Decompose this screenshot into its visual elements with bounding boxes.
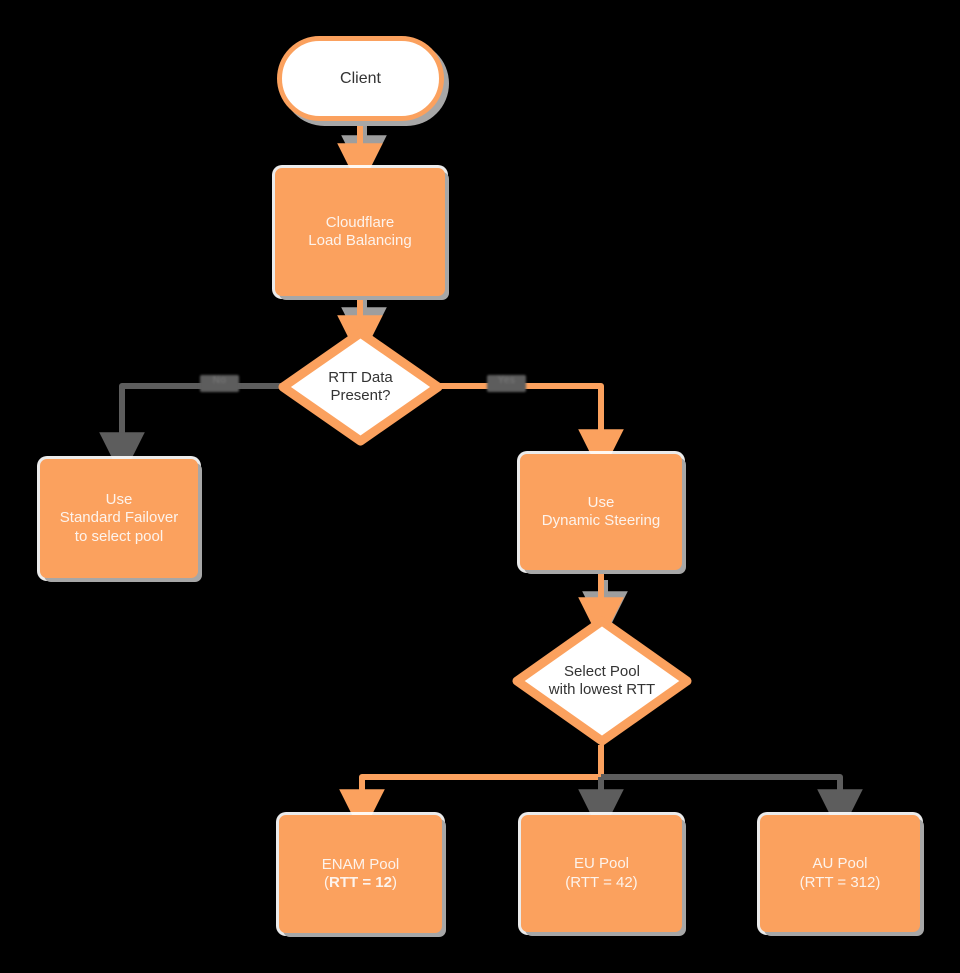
edge-label-rtt-no: No — [200, 375, 239, 392]
node-dynamic-steering[interactable]: Use Dynamic Steering — [520, 454, 682, 570]
diamond-shape — [278, 328, 443, 446]
node-select-pool-decision-label: Select Pool with lowest RTT — [548, 662, 656, 698]
edge-rtt-to-dynamic — [437, 383, 624, 475]
node-au-pool[interactable]: AU Pool (RTT = 312) — [760, 815, 920, 932]
edge-rtt-to-failover — [99, 383, 283, 478]
node-rtt-decision-label: RTT Data Present? — [328, 368, 393, 404]
node-eu-pool[interactable]: EU Pool (RTT = 42) — [521, 815, 682, 932]
node-au-pool-rtt: (RTT = 312) — [799, 873, 881, 891]
enam-rtt-value: RTT = 12 — [329, 874, 392, 891]
node-eu-pool-label: EU Pool (RTT = 42) — [565, 855, 638, 891]
edge-select-to-enam — [339, 745, 604, 835]
edge-select-to-au — [601, 774, 863, 835]
node-client-label: Client — [340, 69, 381, 87]
node-enam-pool-rtt: (RTT = 12) — [324, 874, 397, 891]
edge-label-rtt-yes: Yes — [487, 375, 526, 392]
node-au-pool-label: AU Pool (RTT = 312) — [799, 855, 881, 891]
node-select-pool-decision[interactable]: Select Pool with lowest RTT — [512, 616, 692, 746]
node-enam-pool[interactable]: ENAM Pool (RTT = 12) — [279, 815, 442, 933]
node-dynamic-steering-label: Use Dynamic Steering — [541, 493, 661, 529]
node-standard-failover[interactable]: Use Standard Failover to select pool — [40, 459, 198, 578]
node-client[interactable]: Client — [277, 36, 444, 121]
node-load-balancing-label: Cloudflare Load Balancing — [308, 213, 412, 249]
node-rtt-decision[interactable]: RTT Data Present? — [278, 328, 443, 446]
node-eu-pool-rtt: (RTT = 42) — [565, 873, 638, 891]
node-enam-pool-label: ENAM Pool (RTT = 12) — [321, 855, 400, 891]
diamond-shape — [512, 616, 692, 746]
node-load-balancing[interactable]: Cloudflare Load Balancing — [275, 168, 445, 296]
node-standard-failover-label: Use Standard Failover to select pool — [59, 491, 179, 545]
